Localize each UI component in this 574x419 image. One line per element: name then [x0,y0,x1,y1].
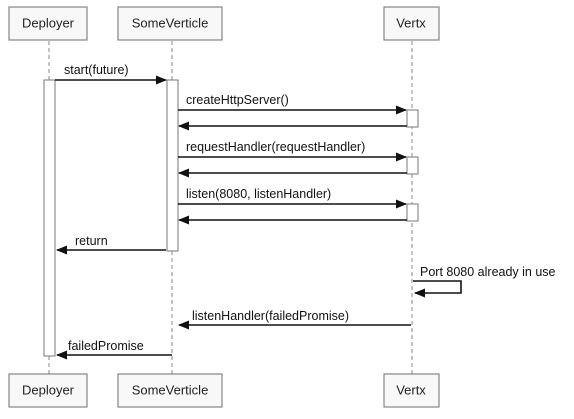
message-start-label: start(future) [64,63,129,77]
message-return-label: return [75,234,108,248]
participant-vertx-bottom: Vertx [383,373,440,408]
message-listen-handler-failed-label: listenHandler(failedPromise) [192,309,349,323]
activation-vertx-create-http-server [406,109,419,128]
message-listen-label: listen(8080, listenHandler) [186,187,331,201]
participant-vertx-top: Vertx [383,6,440,41]
message-request-handler: requestHandler(requestHandler) [178,140,408,162]
participant-deployer-top-label: Deployer [22,15,75,30]
participant-someverticle-bottom-label: SomeVerticle [132,382,209,397]
activation-vertx-request-handler [406,156,419,175]
message-create-http-server-label: createHttpServer() [186,93,289,107]
message-port-in-use: Port 8080 already in use [413,265,556,298]
message-create-http-server: createHttpServer() [178,93,408,115]
message-port-in-use-label: Port 8080 already in use [420,265,556,279]
message-listen-handler-failed: listenHandler(failedPromise) [177,309,411,330]
message-return: return [55,234,166,255]
message-listen: listen(8080, listenHandler) [178,187,408,209]
message-failed-promise: failedPromise [55,339,172,360]
participant-deployer-bottom: Deployer [8,373,88,408]
message-start: start(future) [55,63,168,85]
participant-deployer-top: Deployer [8,6,88,41]
participant-vertx-bottom-label: Vertx [396,382,426,397]
activation-deployer [43,79,56,357]
participant-someverticle-top-label: SomeVerticle [132,15,209,30]
participant-vertx-top-label: Vertx [396,15,426,30]
message-failed-promise-label: failedPromise [68,339,144,353]
activation-someverticle [166,79,179,252]
activation-vertx-listen [406,203,419,222]
participant-deployer-bottom-label: Deployer [22,382,75,397]
participant-someverticle-top: SomeVerticle [117,6,223,41]
message-request-handler-label: requestHandler(requestHandler) [186,140,365,154]
participant-someverticle-bottom: SomeVerticle [117,373,223,408]
